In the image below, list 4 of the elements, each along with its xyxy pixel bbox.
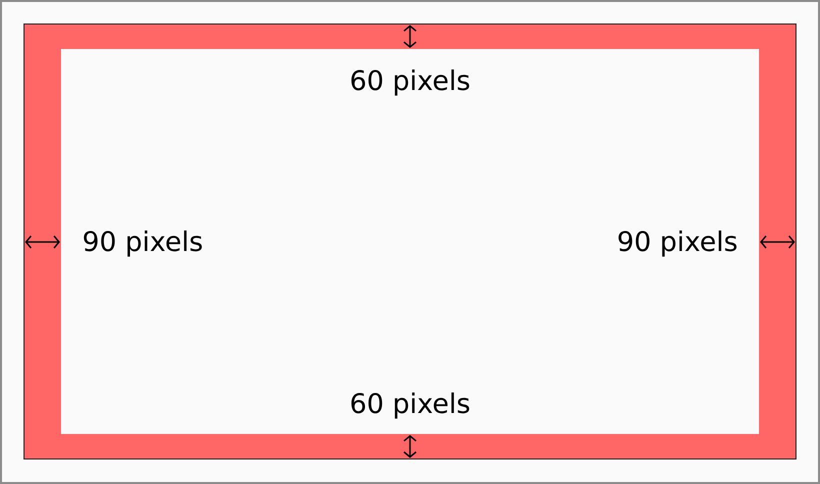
dimension-label: 90 pixels — [618, 230, 736, 257]
dimension-label: 90 pixels — [84, 230, 202, 257]
dimension-label: 60 pixels — [351, 392, 470, 419]
dimension-label: 60 pixels — [351, 69, 470, 96]
